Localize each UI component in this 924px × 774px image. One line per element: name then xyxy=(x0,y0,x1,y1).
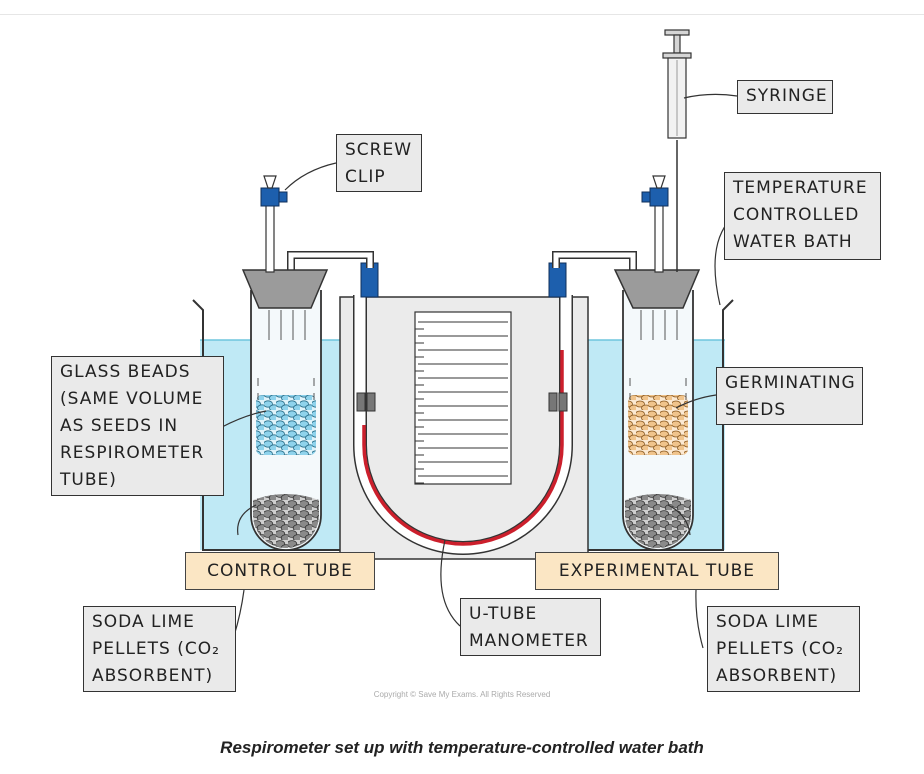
experimental-tube-label-text: EXPERIMENTAL TUBE xyxy=(558,561,756,581)
water-bath-label: TEMPERATURE CONTROLLED WATER BATH xyxy=(724,172,881,260)
soda-lime-left-label: SODA LIME PELLETS (CO₂ ABSORBENT) xyxy=(83,606,236,692)
top-divider xyxy=(0,14,924,15)
soda-lime-left-label-line-1: SODA LIME xyxy=(92,612,195,632)
water-bath-label-line-3: WATER BATH xyxy=(733,232,853,252)
u-tube-manometer-label-line-2: MANOMETER xyxy=(469,631,589,651)
copyright-notice: Copyright © Save My Exams. All Rights Re… xyxy=(373,690,551,699)
soda-lime-right-label-line-3: ABSORBENT) xyxy=(716,666,838,686)
water-bath-label-line-2: CONTROLLED xyxy=(733,205,860,225)
control-tube-icon xyxy=(241,199,329,551)
soda-lime-left-label-line-3: ABSORBENT) xyxy=(92,666,214,686)
glass-beads-label-line-5: TUBE) xyxy=(60,470,117,490)
screw-clip-label: SCREW CLIP xyxy=(336,134,422,192)
glass-beads-label-line-4: RESPIROMETER xyxy=(60,443,205,463)
screw-clip-label-line-1: SCREW xyxy=(345,140,413,160)
syringe-label-text: SYRINGE xyxy=(746,86,828,106)
soda-lime-right-label-line-2: PELLETS (CO₂ xyxy=(716,639,844,659)
manometer-scale xyxy=(414,311,512,485)
figure-caption: Respirometer set up with temperature-con… xyxy=(220,738,704,757)
connecting-tubing xyxy=(287,251,637,270)
soda-lime-left-label-line-2: PELLETS (CO₂ xyxy=(92,639,220,659)
water-bath-label-line-1: TEMPERATURE xyxy=(733,178,868,198)
syringe-label: SYRINGE xyxy=(737,80,833,114)
u-tube-manometer-label-line-1: U-TUBE xyxy=(469,604,538,624)
glass-beads-label-line-2: (SAME VOLUME xyxy=(60,389,204,409)
glass-beads-label-line-1: GLASS BEADS xyxy=(60,362,191,382)
germinating-seeds-label-line-2: SEEDS xyxy=(725,400,787,420)
soda-lime-right-label: SODA LIME PELLETS (CO₂ ABSORBENT) xyxy=(707,606,860,692)
u-tube-manometer-label: U-TUBE MANOMETER xyxy=(460,598,601,656)
control-tube-label-text: CONTROL TUBE xyxy=(207,561,353,581)
screw-clip-icon xyxy=(260,175,288,207)
glass-beads-label-line-3: AS SEEDS IN xyxy=(60,416,179,436)
screw-clip-label-line-2: CLIP xyxy=(345,167,386,187)
screw-clip-right-icon xyxy=(641,175,669,207)
syringe-icon xyxy=(662,29,692,139)
germinating-seeds-label-line-1: GERMINATING xyxy=(725,373,856,393)
experimental-tube-label: EXPERIMENTAL TUBE xyxy=(535,552,779,590)
glass-beads-label: GLASS BEADS (SAME VOLUME AS SEEDS IN RES… xyxy=(51,356,224,496)
germinating-seeds-label: GERMINATING SEEDS xyxy=(716,367,863,425)
soda-lime-right-label-line-1: SODA LIME xyxy=(716,612,819,632)
u-tube-manometer-icon xyxy=(353,262,573,555)
control-tube-label: CONTROL TUBE xyxy=(185,552,375,590)
experimental-tube-icon xyxy=(613,140,701,551)
